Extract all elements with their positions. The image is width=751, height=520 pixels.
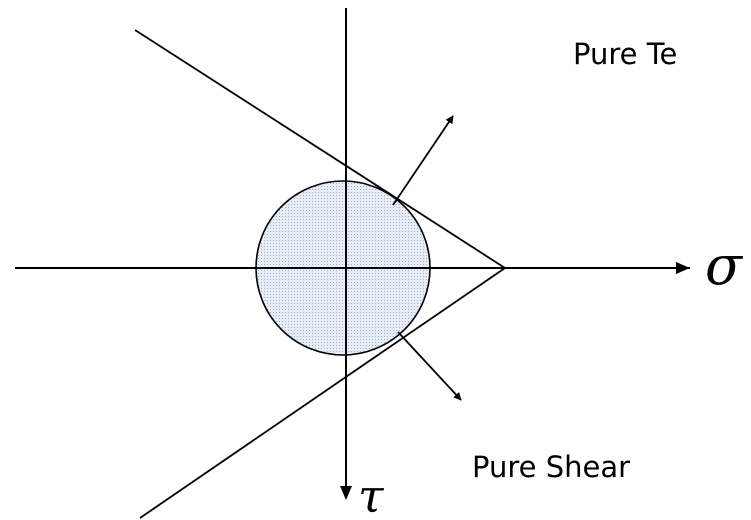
tau-symbol: τ xyxy=(358,469,385,520)
lower-normal-arrow xyxy=(397,331,462,401)
pure-shear-label: Pure Shear xyxy=(472,450,630,484)
upper-normal-arrow xyxy=(392,115,454,206)
sigma-axis-arrowhead xyxy=(676,262,690,274)
sigma-symbol: σ xyxy=(705,234,744,297)
upper-envelope-line xyxy=(134,29,506,269)
tau-axis-arrowhead xyxy=(340,486,352,500)
lower-envelope-line xyxy=(139,267,506,519)
pure-tension-label: Pure Te xyxy=(573,37,677,71)
